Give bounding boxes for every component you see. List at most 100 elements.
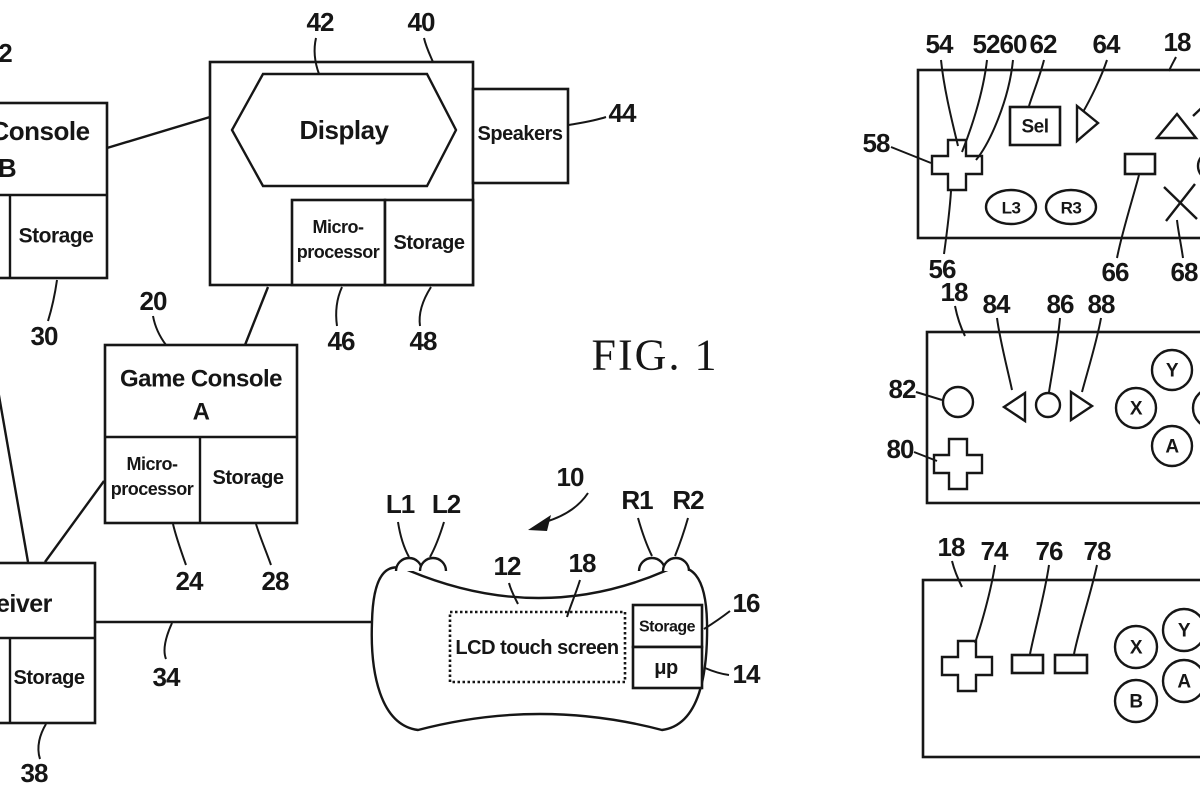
ref-18-screen: 18 (569, 548, 596, 578)
lead-ref-20 (153, 316, 166, 345)
lead-l1 (398, 522, 409, 557)
ref-54: 54 (926, 29, 954, 59)
triangle-button (1157, 114, 1196, 138)
display-storage-label: Storage (394, 232, 465, 254)
display-unit-block: Display Speakers Micro- processor Storag… (210, 7, 637, 356)
x-button-mid-label: X (1130, 399, 1143, 420)
console-a-block: Game Console A Micro- processor Storage … (105, 286, 297, 596)
ref-30: 30 (31, 321, 58, 351)
lead-ref-74 (975, 565, 995, 643)
lead-ref-86 (1049, 318, 1060, 392)
controller-bump-r1 (639, 558, 665, 571)
ref-42: 42 (307, 7, 334, 37)
ref-68: 68 (1171, 257, 1198, 287)
lead-ref-88 (1082, 318, 1101, 392)
triangle-button-lead-offscreen (1193, 100, 1200, 116)
dpad-cross-74 (942, 641, 992, 691)
lead-ref-40 (424, 38, 433, 62)
ref-46: 46 (328, 326, 355, 356)
lead-r2 (675, 518, 688, 556)
ref-16: 16 (733, 588, 760, 618)
link-edge-receiver (0, 390, 28, 562)
ref-40: 40 (408, 7, 435, 37)
ref-18-bottom: 18 (938, 532, 965, 562)
receiver-block: eiver Storage 38 34 (0, 563, 181, 788)
ref-14: 14 (733, 659, 761, 689)
y-button-bottom-label: Y (1178, 621, 1191, 642)
lead-ref-78 (1074, 565, 1097, 654)
lead-ref-34 (165, 623, 172, 659)
lead-ref-82 (916, 392, 942, 400)
shoulder-label-l1: L1 (386, 489, 415, 519)
lcd-touch-screen-label: LCD touch screen (455, 637, 618, 659)
ref-38: 38 (21, 758, 48, 788)
lead-ref-10-arrow-shaft (545, 493, 588, 522)
ref-34: 34 (153, 662, 181, 692)
button-panel-top: Sel L3 R3 54 52 60 62 64 18 58 56 66 68 (863, 27, 1200, 287)
ref-80: 80 (887, 434, 914, 464)
right-triangle-88 (1071, 392, 1092, 420)
lead-ref-46 (336, 287, 342, 326)
ref-58: 58 (863, 128, 890, 158)
ref-52: 52 (973, 29, 1000, 59)
display-label: Display (300, 115, 390, 145)
lead-ref-38 (38, 724, 46, 759)
ref-28: 28 (262, 566, 289, 596)
lead-ref-62 (1029, 60, 1044, 106)
lead-ref-30 (48, 280, 57, 321)
left-triangle-84 (1004, 393, 1025, 421)
lead-r1 (638, 518, 652, 556)
controller-storage-label: Storage (639, 619, 696, 636)
ref-10: 10 (557, 462, 584, 492)
dpad-cross-80 (934, 439, 982, 489)
link-consoleb-display (107, 117, 210, 148)
console-a-title-line1: Game Console (120, 366, 282, 393)
shoulder-label-r1: R1 (621, 485, 653, 515)
l3-button-label: L3 (1002, 199, 1021, 218)
display-micro-label-1: Micro- (313, 217, 365, 237)
lead-ref-52 (962, 60, 987, 152)
link-consolea-receiver (45, 481, 104, 562)
button-panel-bottom: X Y B A 18 74 76 78 (923, 532, 1200, 757)
circle-button-82 (943, 387, 973, 417)
ref-62: 62 (1030, 29, 1057, 59)
speakers-label: Speakers (478, 123, 563, 145)
select-button-label: Sel (1021, 117, 1048, 138)
start-triangle-64 (1077, 106, 1098, 141)
controller-bump-r2 (663, 558, 689, 571)
r3-button-label: R3 (1061, 199, 1082, 218)
shoulder-label-r2: R2 (672, 485, 704, 515)
ref-edge-2: 2 (0, 38, 12, 68)
controller-block: LCD touch screen Storage μp L1 L2 R1 R2 … (372, 462, 761, 730)
shoulder-label-l2: L2 (432, 489, 461, 519)
console-b-storage-label: Storage (19, 225, 94, 248)
ref-74: 74 (981, 536, 1009, 566)
receiver-box (0, 563, 95, 723)
ref-12: 12 (494, 551, 521, 581)
ref-60: 60 (1000, 29, 1027, 59)
pill-button-76 (1012, 655, 1043, 673)
ref-18-mid: 18 (941, 277, 968, 307)
x-button-bottom-label: X (1130, 638, 1143, 659)
ref-82: 82 (889, 374, 916, 404)
lead-l2 (430, 522, 444, 557)
a-button-mid-label: A (1165, 437, 1179, 458)
lead-ref-44 (569, 117, 606, 125)
controller-bump-l1 (396, 558, 422, 571)
lead-ref-64 (1083, 60, 1107, 112)
a-button-bottom-label: A (1177, 672, 1191, 693)
lead-ref-76 (1030, 565, 1049, 654)
lead-ref-84 (997, 318, 1012, 390)
y-button-mid-label: Y (1166, 361, 1179, 382)
console-b-title-line1: Console (0, 116, 90, 146)
console-a-title-line2: A (193, 399, 210, 426)
ref-44: 44 (609, 98, 637, 128)
lead-ref-24 (173, 524, 186, 565)
ref-20: 20 (140, 286, 167, 316)
controller-micro-label: μp (654, 657, 678, 679)
receiver-title-partial: eiver (0, 590, 53, 618)
console-a-micro-label-1: Micro- (127, 454, 179, 474)
ref-24: 24 (176, 566, 204, 596)
lead-ref-58 (891, 147, 931, 163)
